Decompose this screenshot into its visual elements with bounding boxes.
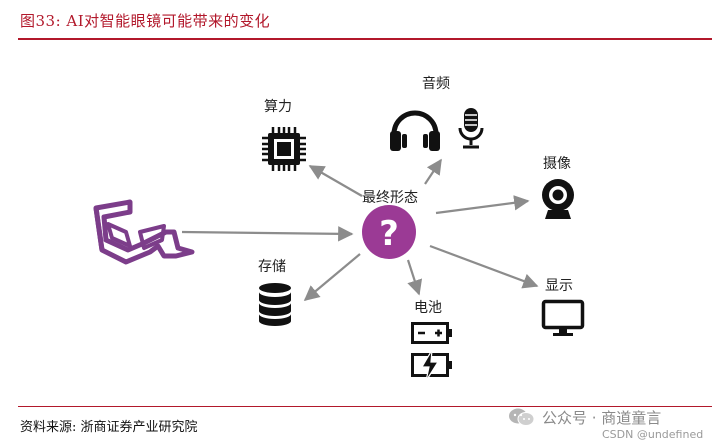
- arrow-center-to-storage: [303, 253, 361, 301]
- 3d-glasses-icon: [93, 199, 195, 265]
- wechat-icon: [509, 408, 535, 426]
- battery-icon: [411, 322, 452, 344]
- source-note: 资料来源: 浙商证券产业研究院: [20, 420, 198, 435]
- label-battery: 电池: [414, 300, 442, 316]
- monitor-icon: [541, 299, 585, 336]
- label-camera: 摄像: [543, 156, 571, 172]
- title-rule: [18, 38, 712, 40]
- arrows: [181, 158, 539, 301]
- arrow-center-to-battery: [406, 259, 423, 296]
- wechat-account: 公众号 · 商道童言: [542, 408, 662, 427]
- question-mark-icon: [362, 205, 416, 259]
- battery-charging-icon: [411, 349, 452, 382]
- center-node: ?: [362, 205, 416, 259]
- arrow-center-to-display: [429, 244, 539, 289]
- webcam-icon: [542, 179, 574, 219]
- microphone-icon: [458, 108, 484, 149]
- center-glyph: ?: [379, 214, 399, 254]
- wechat-watermark: 公众号 · 商道童言: [508, 405, 661, 429]
- csdn-credit: CSDN @undefined: [602, 428, 704, 441]
- figure-title: 图33: AI对智能眼镜可能带来的变化: [20, 12, 271, 30]
- label-compute: 算力: [264, 99, 292, 115]
- arrow-center-to-audio: [424, 158, 442, 185]
- database-icon: [259, 283, 291, 326]
- arrow-center-to-compute: [308, 165, 363, 197]
- arrow-center-to-camera: [435, 195, 530, 215]
- label-audio: 音频: [422, 76, 450, 92]
- cpu-chip-icon: [262, 127, 306, 171]
- label-center: 最终形态: [362, 190, 418, 206]
- footer-rule: [18, 406, 712, 407]
- label-display: 显示: [545, 278, 573, 294]
- arrow-glasses-to-center: [181, 226, 354, 242]
- label-storage: 存储: [258, 259, 286, 275]
- headphones-icon: [390, 110, 440, 151]
